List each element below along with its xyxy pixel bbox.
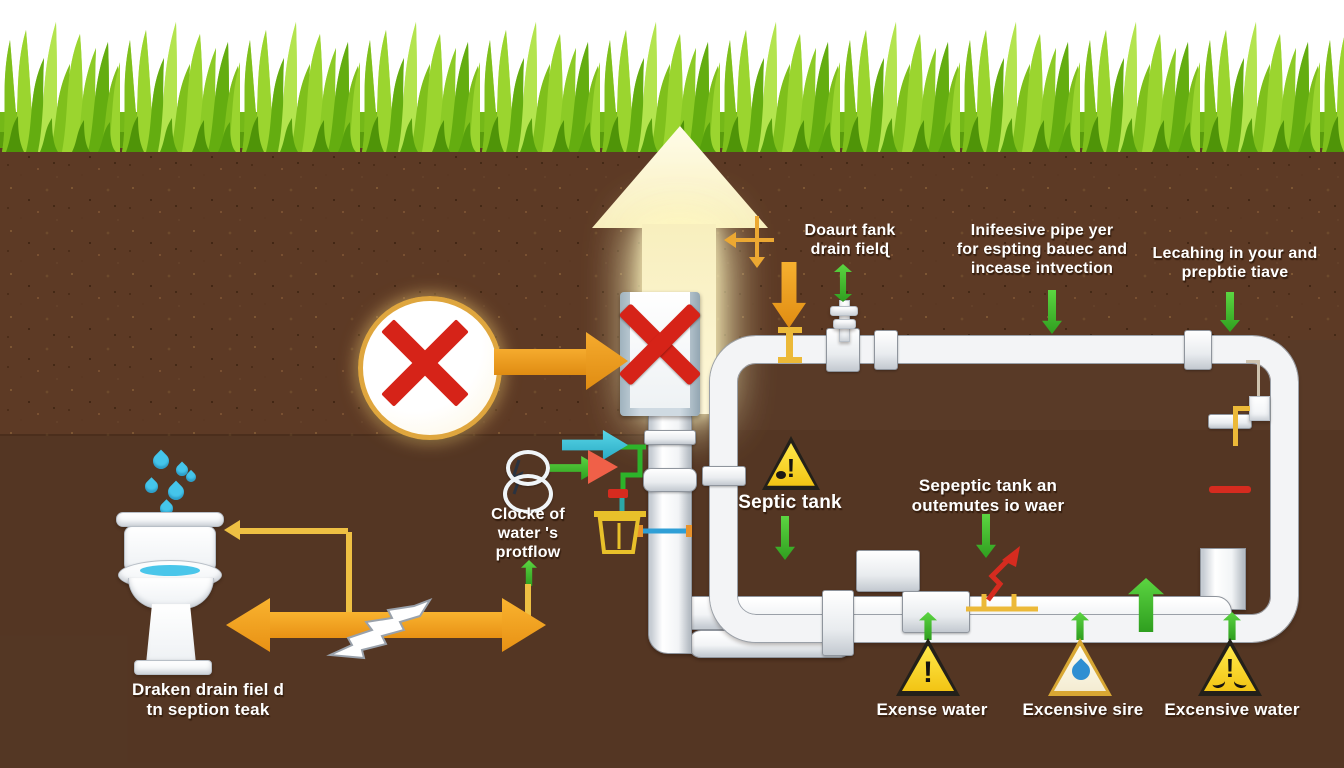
toilet-base xyxy=(134,660,212,675)
pipe-coupling xyxy=(1184,330,1212,370)
label-line: incease intvection xyxy=(970,259,1114,277)
yellow-fitting-icon xyxy=(778,357,802,363)
overflow-icon-ring xyxy=(503,474,553,514)
yellow-fitting-icon xyxy=(778,327,802,333)
pipe-coupling xyxy=(644,430,696,445)
exclamation-icon: ! xyxy=(923,656,933,689)
warning-triangle-water-drop xyxy=(1048,638,1112,696)
pipe-coupling xyxy=(1208,414,1252,429)
yellow-riser-line xyxy=(525,584,531,630)
pipe-tee-joint xyxy=(856,550,920,592)
label-line: Excensive sire xyxy=(1022,700,1144,719)
warning-triangle-excess-water-left: ! xyxy=(896,638,960,696)
label-line: Sepeptic tank an xyxy=(918,476,1058,495)
pipe-coupling xyxy=(874,330,898,370)
pipe-sleeve xyxy=(902,591,970,633)
label-line: Lecahing in your and xyxy=(1152,245,1318,262)
label-septic-tank: Septic tank xyxy=(728,492,852,514)
vent-disc-icon xyxy=(830,306,858,316)
label-line: outemutes io waer xyxy=(911,496,1065,516)
orange-cross-line xyxy=(755,216,759,260)
label-line: protflow xyxy=(495,543,561,561)
soil-texture-left xyxy=(0,340,645,436)
orange-pointer-arrow-shaft xyxy=(494,349,588,375)
label-warn-right: Excensive water xyxy=(1156,700,1308,720)
grass-strip xyxy=(0,0,1344,152)
label-line: Exense water xyxy=(876,700,988,719)
label-water-overflow: Clocke of water 's protflow xyxy=(478,506,578,563)
warning-triangle-septic: ! xyxy=(762,436,820,490)
toilet-pedestal xyxy=(146,604,196,664)
exclamation-icon: ! xyxy=(786,453,796,483)
label-line: for espting bauec and xyxy=(956,240,1128,258)
vent-disc-icon xyxy=(833,319,856,329)
blob-icon xyxy=(776,471,786,479)
pipe-bulge-joint xyxy=(643,468,697,492)
pipe-vertical-stack xyxy=(648,414,692,654)
orange-cross-line xyxy=(734,238,774,242)
label-line: Clocke of xyxy=(491,506,565,523)
pipe-coupling xyxy=(702,466,746,486)
label-line: water 's xyxy=(497,524,559,542)
label-line: Doaurt fank xyxy=(804,222,896,239)
label-line: Draken drain fiel d xyxy=(131,680,285,699)
label-line: tn seption teak xyxy=(146,700,270,720)
toilet-water xyxy=(140,565,200,576)
label-line: Inifeesive pipe yer xyxy=(970,222,1114,239)
label-warn-mid: Excensive sire xyxy=(1011,700,1155,720)
label-septic-outlet: Sepeptic tank an outemutes io waer xyxy=(902,476,1074,516)
toilet-tank-lid xyxy=(116,512,224,527)
label-leaching: Lecahing in your and prepbtie tiave xyxy=(1150,245,1320,283)
yellow-wire xyxy=(1233,406,1250,411)
hanging-box-fitting-icon xyxy=(1249,396,1270,421)
label-line: drain fielɖ xyxy=(810,240,890,258)
label-line: Septic tank xyxy=(738,492,842,513)
label-warn-left: Exense water xyxy=(860,700,1004,720)
red-marker-line xyxy=(1209,486,1251,493)
exclamation-icon: ! xyxy=(1225,653,1235,683)
yellow-fitting-icon xyxy=(786,331,793,358)
orange-double-arrow-body xyxy=(266,612,506,638)
label-line: Excensive water xyxy=(1164,700,1300,719)
fitting-wire xyxy=(1246,360,1260,363)
orange-cross-arrowhead xyxy=(749,257,765,268)
warning-triangle-excess-water-right: ! xyxy=(1198,638,1262,696)
pipe-cross-coupling xyxy=(822,590,854,656)
label-drain-field: Doaurt fank drain fielɖ xyxy=(790,222,910,260)
label-broken-drain: Draken drain fiel d tn seption teak xyxy=(106,680,310,720)
label-pipe-layer: Inifeesive pipe yer for espting bauec an… xyxy=(948,222,1136,279)
label-line: prepbtie tiave xyxy=(1181,263,1289,281)
yellow-return-line xyxy=(346,532,352,630)
yellow-wire xyxy=(1233,406,1238,446)
fitting-wire xyxy=(1257,362,1260,398)
yellow-return-line xyxy=(240,528,348,534)
